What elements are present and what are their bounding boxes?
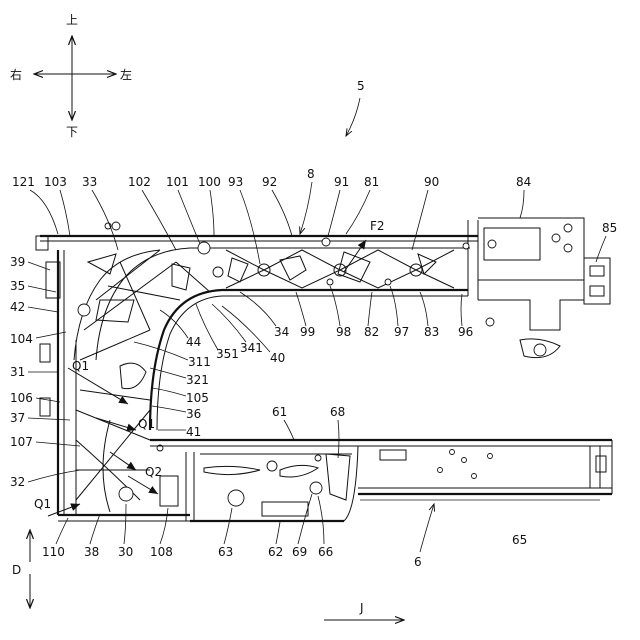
direction-right-label: 右 — [10, 67, 22, 82]
direction-J-arrow: J — [324, 601, 404, 620]
callout-102: 102 — [128, 175, 151, 189]
callout-68: 68 — [330, 405, 345, 419]
callout-91: 91 — [334, 175, 349, 189]
assembly-reference: 5 — [346, 79, 365, 136]
callout-8: 8 — [307, 167, 315, 181]
callout-103: 103 — [44, 175, 67, 189]
force-F2-label: F2 — [370, 219, 385, 233]
callout-6: 6 — [414, 555, 422, 569]
direction-compass: 上 下 右 左 — [10, 13, 132, 139]
callout-83: 83 — [424, 325, 439, 339]
callout-63: 63 — [218, 545, 233, 559]
callout-341: 341 — [240, 341, 263, 355]
top-callouts: 121 103 33 102 101 100 93 92 8 91 81 90 … — [12, 167, 617, 264]
callout-321: 321 — [186, 373, 209, 387]
callout-85: 85 — [602, 221, 617, 235]
lower-frame-member — [150, 440, 358, 521]
bottom-callouts: 110 38 30 108 63 62 69 66 65 6 — [42, 494, 527, 569]
direction-left-label: 左 — [120, 67, 132, 82]
callout-84: 84 — [516, 175, 531, 189]
callout-61: 61 — [272, 405, 287, 419]
callout-69: 69 — [292, 545, 307, 559]
callout-351: 351 — [216, 347, 239, 361]
callout-108: 108 — [150, 545, 173, 559]
callout-5: 5 — [357, 79, 365, 93]
callout-105: 105 — [186, 391, 209, 405]
lower-right-extension — [358, 440, 612, 500]
callout-36: 36 — [186, 407, 201, 421]
callout-30: 30 — [118, 545, 133, 559]
force-q1-label: Q1 — [138, 417, 155, 431]
callout-66: 66 — [318, 545, 333, 559]
callout-44: 44 — [186, 335, 201, 349]
callout-110: 110 — [42, 545, 65, 559]
direction-J-label: J — [359, 601, 364, 615]
callout-41: 41 — [186, 425, 201, 439]
callout-34: 34 — [274, 325, 289, 339]
callout-90: 90 — [424, 175, 439, 189]
callout-93: 93 — [228, 175, 243, 189]
callout-96: 96 — [458, 325, 473, 339]
callout-32: 32 — [10, 475, 25, 489]
direction-D-label: D — [12, 563, 21, 577]
callout-31: 31 — [10, 365, 25, 379]
force-q1-label: Q1 — [72, 359, 89, 373]
callout-42: 42 — [10, 300, 25, 314]
callout-38: 38 — [84, 545, 99, 559]
callout-98: 98 — [336, 325, 351, 339]
callout-107: 107 — [10, 435, 33, 449]
callout-39: 39 — [10, 255, 25, 269]
callout-311: 311 — [188, 355, 211, 369]
upper-right-bracket — [478, 218, 610, 358]
callout-121: 121 — [12, 175, 35, 189]
force-q1-label: Q1 — [34, 497, 51, 511]
callout-62: 62 — [268, 545, 283, 559]
direction-down-label: 下 — [66, 125, 78, 139]
callout-65: 65 — [512, 533, 527, 547]
direction-D-arrow: D — [12, 530, 30, 608]
callout-100: 100 — [198, 175, 221, 189]
callout-81: 81 — [364, 175, 379, 189]
callout-106: 106 — [10, 391, 33, 405]
upper-frame-member — [36, 220, 478, 300]
callout-37: 37 — [10, 411, 25, 425]
force-q2-label: Q2 — [145, 465, 162, 479]
left-callouts: 39 35 42 104 31 106 37 107 32 — [10, 255, 80, 489]
callout-92: 92 — [262, 175, 277, 189]
callout-82: 82 — [364, 325, 379, 339]
callout-97: 97 — [394, 325, 409, 339]
callout-35: 35 — [10, 279, 25, 293]
callout-104: 104 — [10, 332, 33, 346]
direction-up-label: 上 — [66, 13, 78, 27]
callout-99: 99 — [300, 325, 315, 339]
callout-101: 101 — [166, 175, 189, 189]
callout-33: 33 — [82, 175, 97, 189]
callout-40: 40 — [270, 351, 285, 365]
